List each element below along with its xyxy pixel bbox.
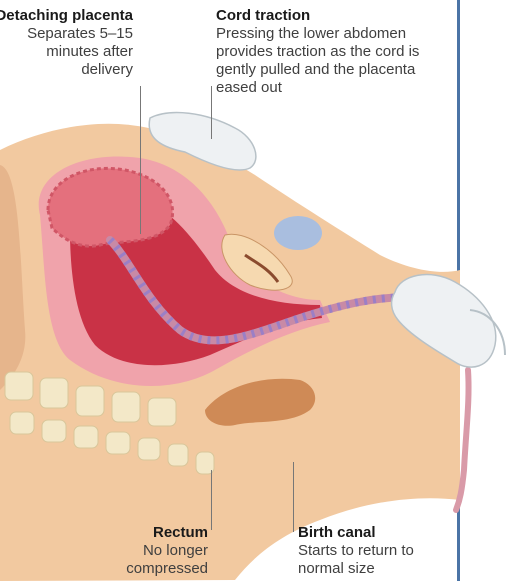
label-birth-canal-desc: Starts to return to normal size — [298, 542, 428, 578]
label-cord-traction: Cord traction Pressing the lower abdomen… — [216, 7, 441, 97]
leader-line-cord-traction — [211, 86, 212, 139]
label-detaching-placenta-desc: Separates 5–15 minutes after delivery — [0, 25, 133, 79]
label-rectum-desc: No longer compressed — [88, 542, 208, 578]
leader-line-placenta — [140, 86, 141, 234]
label-detaching-placenta: Detaching placenta Separates 5–15 minute… — [0, 7, 133, 79]
label-cord-traction-title: Cord traction — [216, 7, 441, 25]
placenta — [48, 168, 173, 246]
label-birth-canal: Birth canal Starts to return to normal s… — [298, 524, 428, 578]
leader-line-rectum — [211, 470, 212, 530]
leader-line-birth-canal — [293, 462, 294, 532]
label-cord-traction-desc: Pressing the lower abdomen provides trac… — [216, 25, 441, 97]
label-rectum: Rectum No longer compressed — [88, 524, 208, 578]
label-detaching-placenta-title: Detaching placenta — [0, 7, 133, 25]
bladder — [274, 216, 322, 250]
label-birth-canal-title: Birth canal — [298, 524, 428, 542]
label-rectum-title: Rectum — [88, 524, 208, 542]
